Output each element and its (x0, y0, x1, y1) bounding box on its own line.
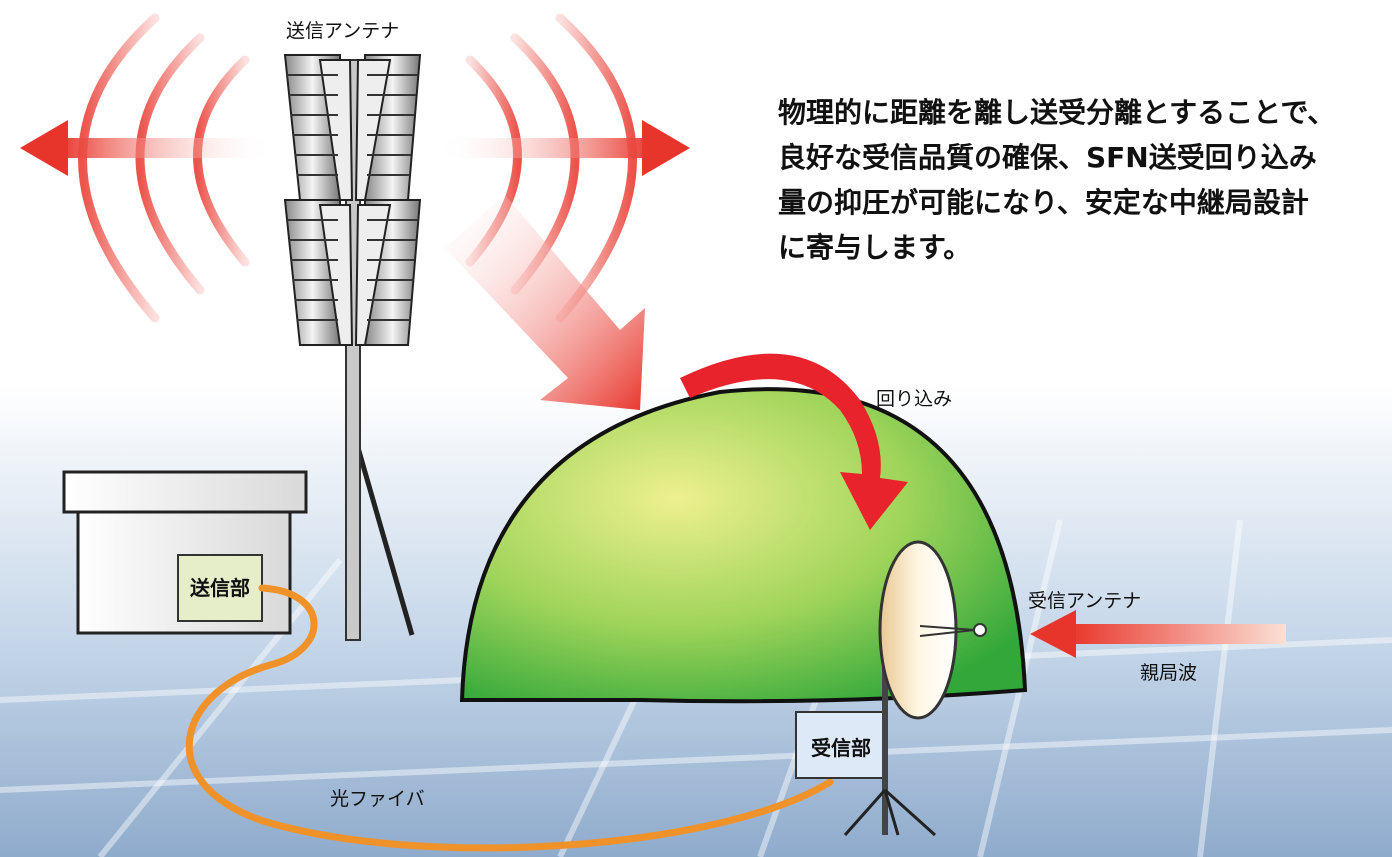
parent-wave-arrow (1030, 610, 1286, 658)
description-text: 物理的に距離を離し送受分離とすることで、 良好な受信品質の確保、SFN送受回り込… (778, 90, 1388, 270)
rx-unit-box-icon (795, 711, 887, 779)
wraparound-arrow (680, 353, 908, 530)
tx-unit-label: 送信部 (190, 576, 250, 600)
rx-antenna-label: 受信アンテナ (1028, 590, 1142, 612)
tx-unit-box-icon (62, 470, 308, 635)
dish-antenna-icon (843, 540, 987, 837)
description-line: に寄与します。 (778, 231, 972, 264)
optical-fiber-label: 光ファイバ (330, 788, 425, 810)
description-line: 物理的に距離を離し送受分離とすることで、 (778, 96, 1336, 129)
tx-antenna-label: 送信アンテナ (286, 20, 400, 42)
emission-arrow-right (438, 120, 690, 176)
parent-wave-label: 親局波 (1140, 662, 1198, 684)
rx-unit-label: 受信部 (811, 736, 871, 760)
leakage-arrow (445, 195, 645, 410)
emission-arrow-left (20, 120, 273, 176)
wraparound-label: 回り込み (876, 388, 953, 410)
description-line: 量の抑圧が可能になり、安定な中継局設計 (778, 186, 1309, 219)
transmit-antenna-icon (283, 54, 422, 641)
description-line: 良好な受信品質の確保、SFN送受回り込み (778, 141, 1317, 174)
optical-fiber-cable (185, 584, 834, 852)
